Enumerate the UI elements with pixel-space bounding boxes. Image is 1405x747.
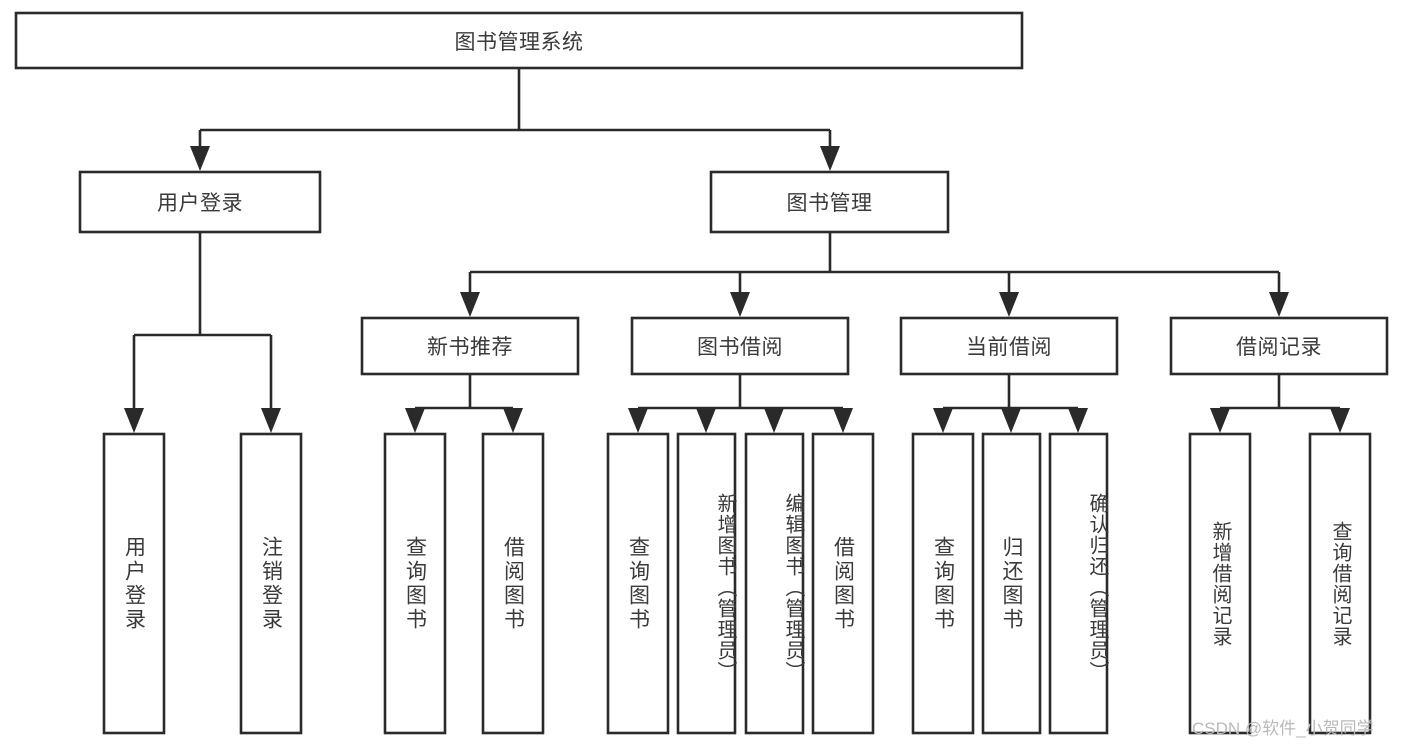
arrow-head-leaf-logout (261, 408, 281, 433)
arrow-head-book-manage (820, 146, 840, 171)
node-box-leaf-query-book-2[interactable] (606, 432, 670, 735)
connector-book-borrow-to-leaves (628, 374, 853, 433)
node-box-leaf-borrow-book-1[interactable] (481, 432, 545, 735)
arrow-head-borrow-record (1269, 292, 1289, 317)
connector-current-borrow-to-leaves (933, 374, 1088, 433)
node-box-leaf-query-record[interactable] (1308, 432, 1372, 735)
node-box-borrow-record[interactable] (1169, 316, 1389, 376)
node-box-leaf-user-login[interactable] (102, 432, 166, 735)
node-box-leaf-confirm-return[interactable] (1048, 432, 1109, 735)
arrow-head-new-book-rec (460, 292, 480, 317)
node-box-root[interactable] (14, 11, 1024, 70)
arrow-head-leaf-edit-book (764, 408, 784, 433)
arrow-head-current-borrow (999, 292, 1019, 317)
arrow-head-leaf-add-book (696, 408, 716, 433)
arrow-head-leaf-add-record (1210, 408, 1230, 433)
connector-book-manage-to-level3 (460, 232, 1289, 317)
node-box-leaf-query-book-3[interactable] (911, 432, 975, 735)
arrow-head-leaf-query-book-1 (405, 408, 425, 433)
arrow-head-leaf-query-book-3 (933, 408, 953, 433)
node-box-leaf-add-book[interactable] (676, 432, 737, 735)
node-box-book-borrow[interactable] (630, 316, 850, 376)
connector-new-book-rec-to-leaves (405, 374, 523, 433)
node-box-leaf-borrow-book-2[interactable] (811, 432, 875, 735)
arrow-head-book-borrow (730, 292, 750, 317)
node-box-leaf-add-record[interactable] (1188, 432, 1252, 735)
connector-borrow-record-to-leaves (1210, 374, 1350, 433)
node-box-current-borrow[interactable] (899, 316, 1119, 376)
connector-root-to-level2 (190, 68, 840, 171)
node-box-book-manage[interactable] (709, 170, 950, 234)
arrow-head-leaf-return-book (1001, 408, 1021, 433)
arrow-head-leaf-query-record (1330, 408, 1350, 433)
node-box-leaf-edit-book[interactable] (744, 432, 805, 735)
arrow-head-leaf-borrow-book-1 (503, 408, 523, 433)
node-box-user-login[interactable] (78, 170, 322, 234)
connector-user-login-to-leaves (124, 232, 281, 433)
node-box-leaf-query-book-1[interactable] (383, 432, 447, 735)
node-box-leaf-logout[interactable] (239, 432, 303, 735)
arrow-head-user-login (190, 146, 210, 171)
arrow-head-leaf-borrow-book-2 (833, 408, 853, 433)
arrow-head-leaf-confirm-return (1068, 408, 1088, 433)
node-box-new-book-rec[interactable] (360, 316, 580, 376)
node-box-leaf-return-book[interactable] (981, 432, 1042, 735)
arrow-head-leaf-user-login (124, 408, 144, 433)
arrow-head-leaf-query-book-2 (628, 408, 648, 433)
node-rectangles (14, 11, 1389, 735)
